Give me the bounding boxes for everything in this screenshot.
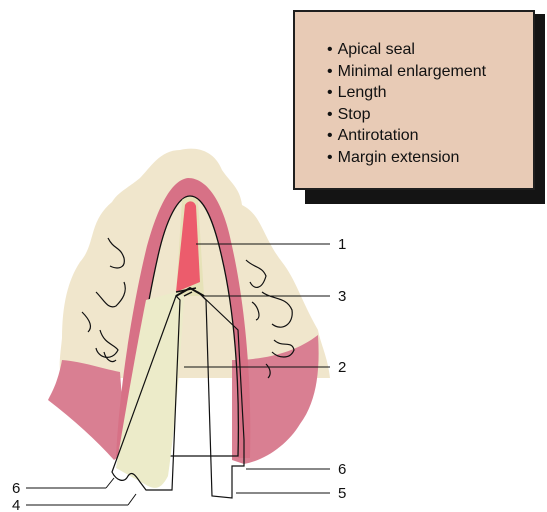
- legend-item-margin-extension: Margin extension: [327, 147, 486, 169]
- callout-4: 4: [12, 497, 20, 512]
- legend-list: Apical seal Minimal enlargement Length S…: [327, 39, 486, 168]
- legend-item-antirotation: Antirotation: [327, 125, 486, 147]
- callout-5: 5: [338, 485, 346, 502]
- legend-box: Apical seal Minimal enlargement Length S…: [293, 10, 535, 190]
- legend-item-minimal-enlargement: Minimal enlargement: [327, 61, 486, 83]
- gingiva-left: [48, 360, 126, 460]
- callout-6-left: 6: [12, 480, 20, 497]
- legend-item-stop: Stop: [327, 104, 486, 126]
- callout-2: 2: [338, 359, 346, 376]
- callout-3: 3: [338, 288, 346, 305]
- callout-1: 1: [338, 236, 346, 253]
- callout-6-right: 6: [338, 461, 346, 478]
- legend-item-length: Length: [327, 82, 486, 104]
- legend-item-apical-seal: Apical seal: [327, 39, 486, 61]
